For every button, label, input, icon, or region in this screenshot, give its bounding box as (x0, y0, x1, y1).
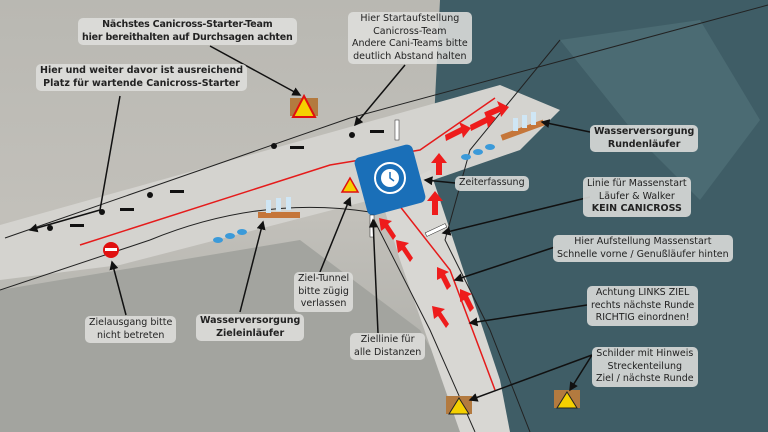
label-waiting-space: Hier und weiter davor ist ausreichend Pl… (36, 64, 248, 91)
label-line: nicht betreten (96, 329, 165, 341)
runner-icons (47, 130, 384, 231)
label-finish-line: Ziellinie für alle Distanzen (350, 333, 426, 360)
label-line: Zielausgang bitte (89, 317, 173, 328)
label-line: Läufer & Walker (598, 190, 675, 202)
label-finish-exit: Zielausgang bitte nicht betreten (85, 316, 177, 343)
main-road (0, 85, 560, 280)
label-line: Hier und weiter davor ist ausreichend (40, 65, 244, 76)
label-line: deutlich Abstand halten (353, 50, 467, 62)
label-line: hier bereithalten auf Durchsagen achten (82, 31, 293, 43)
label-signs: Schilder mit Hinweis Streckenteilung Zie… (592, 347, 698, 387)
label-line: Schnelle vorne / Genußläufer hinten (557, 248, 729, 260)
water-station (213, 112, 545, 243)
label-finish-tunnel: Ziel-Tunnel bitte zügig verlassen (294, 272, 354, 312)
label-line: Zieleinläufer (216, 327, 285, 339)
label-line: rechts nächste Runde (591, 299, 695, 311)
label-line: Wasserversorgung (200, 315, 301, 326)
label-line: bitte zügig (298, 285, 349, 297)
label-line: Wasserversorgung (594, 126, 695, 137)
label-line: Ziellinie für (360, 334, 415, 345)
label-line: Zeiterfassung (459, 177, 525, 188)
direction-arrows (379, 101, 509, 328)
label-line: Linie für Massenstart (587, 178, 687, 189)
label-line: Andere Cani-Teams bitte (352, 38, 468, 49)
timing-mat (354, 144, 426, 216)
label-line: verlassen (300, 298, 347, 309)
callout-arrows (30, 45, 593, 402)
label-line: Nächstes Canicross-Starter-Team (102, 19, 273, 30)
label-line: Hier Startaufstellung (360, 13, 460, 24)
label-line: Schilder mit Hinweis (596, 348, 694, 359)
label-line: alle Distanzen (354, 346, 422, 358)
label-line: Ziel-Tunnel (298, 273, 350, 284)
label-water-finish: Wasserversorgung Zieleinläufer (196, 314, 305, 341)
label-timing: Zeiterfassung (455, 176, 529, 191)
label-line: Rundenläufer (607, 138, 681, 150)
label-water-laps: Wasserversorgung Rundenläufer (590, 125, 699, 152)
label-next-team: Nächstes Canicross-Starter-Team hier ber… (78, 18, 297, 45)
no-entry-sign (103, 242, 119, 258)
label-line: KEIN CANICROSS (591, 203, 682, 214)
warning-sign (290, 93, 580, 415)
label-line: RICHTIG einordnen! (595, 312, 690, 323)
label-line: Hier Aufstellung Massenstart (574, 236, 712, 247)
label-line: Platz für wartende Canicross-Starter (43, 77, 240, 89)
label-mass-start-setup: Hier Aufstellung Massenstart Schnelle vo… (553, 235, 733, 262)
label-line: Achtung LINKS ZIEL (595, 287, 690, 298)
label-start-setup: Hier Startaufstellung Canicross-Team And… (348, 12, 472, 64)
side-road (380, 170, 510, 432)
label-line: Streckenteilung (607, 360, 683, 372)
label-mass-start-line: Linie für Massenstart Läufer & Walker KE… (583, 177, 691, 217)
label-attention: Achtung LINKS ZIEL rechts nächste Runde … (587, 286, 699, 326)
label-line: Ziel / nächste Runde (596, 373, 694, 384)
label-line: Canicross-Team (373, 25, 447, 37)
